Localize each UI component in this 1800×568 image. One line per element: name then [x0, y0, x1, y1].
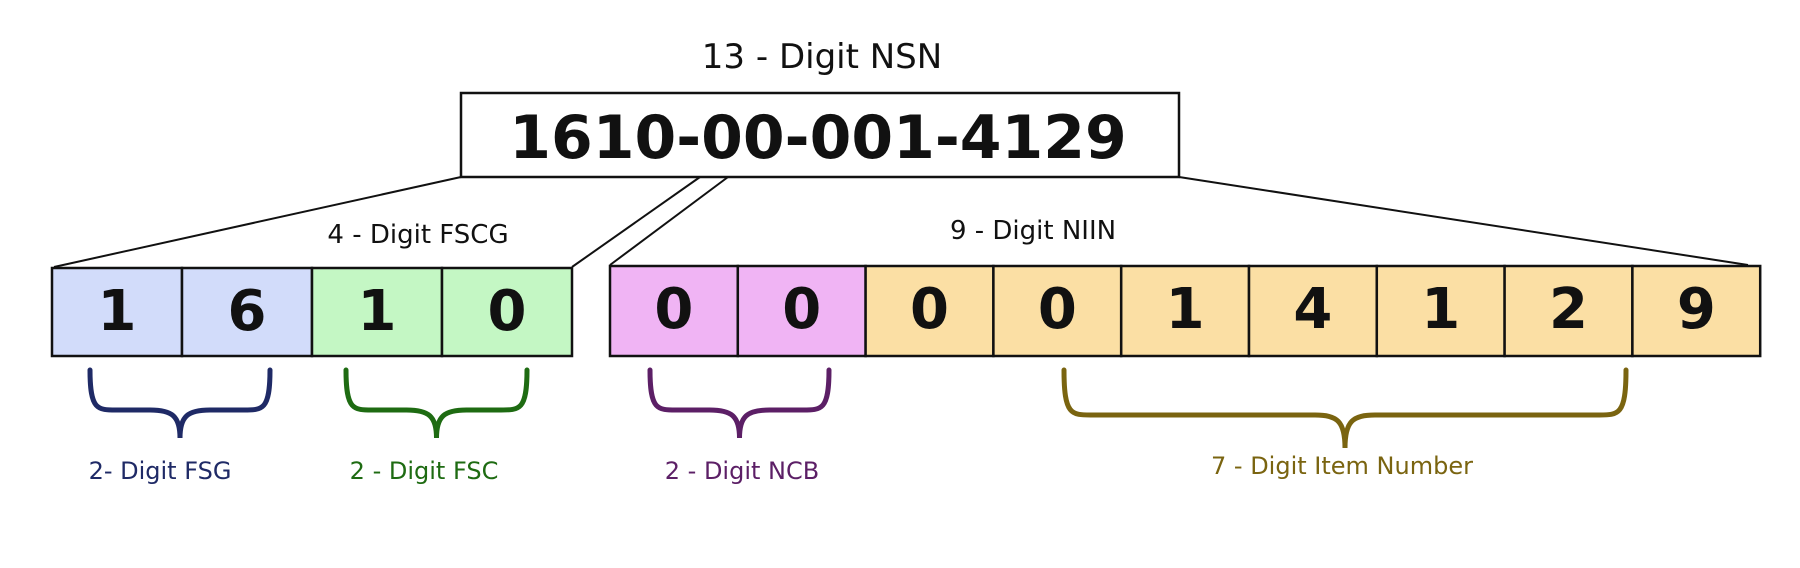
niin-label: 9 - Digit NIIN: [950, 216, 1116, 246]
niin-digit-6: 4: [1293, 277, 1332, 342]
connector-niin-left: [609, 176, 729, 266]
fscg-cell-4: [440, 266, 574, 358]
fscg-digit-3: 1: [358, 279, 397, 344]
connector-left-outer: [53, 176, 462, 268]
niin-digit-row: 0 0 0 0 1 4 1 2 9: [608, 264, 1762, 358]
ncb-label: 2 - Digit NCB: [665, 457, 819, 485]
niin-digit-1: 0: [654, 277, 693, 342]
ncb-brace: [647, 367, 832, 439]
niin-digit-2: 0: [782, 277, 821, 342]
niin-digit-9: 9: [1677, 277, 1716, 342]
niin-digit-7: 1: [1421, 277, 1460, 342]
niin-digit-4: 0: [1038, 277, 1077, 342]
nsn-number: 1610-00-001-4129: [509, 103, 1126, 173]
niin-cell-9: [1631, 264, 1762, 358]
niin-digit-3: 0: [910, 277, 949, 342]
fsc-label: 2 - Digit FSC: [350, 457, 499, 485]
item-number-brace: [1061, 367, 1629, 449]
fscg-digit-4: 0: [488, 279, 527, 344]
fscg-digit-1: 1: [98, 279, 137, 344]
nsn-box: [459, 91, 1181, 179]
fsg-label: 2- Digit FSG: [89, 457, 232, 485]
connector-fscg-right: [571, 176, 701, 268]
fsg-brace: [87, 367, 273, 439]
niin-cell-8: [1503, 264, 1634, 358]
fscg-cell-1: [50, 266, 184, 358]
item-number-label: 7 - Digit Item Number: [1211, 452, 1473, 480]
connector-lines: [53, 176, 1749, 268]
niin-digit-5: 1: [1166, 277, 1205, 342]
niin-cell-1: [608, 264, 740, 358]
fscg-cell-2: [180, 266, 314, 358]
niin-digit-8: 2: [1549, 277, 1588, 342]
niin-cell-5: [1119, 264, 1251, 358]
fscg-label: 4 - Digit FSCG: [327, 220, 508, 250]
connector-right-outer: [1178, 176, 1749, 266]
diagram-title: 13 - Digit NSN: [702, 37, 942, 77]
braces: [87, 367, 1629, 449]
fsc-brace: [343, 367, 530, 439]
fscg-digit-2: 6: [228, 279, 267, 344]
niin-cell-6: [1247, 264, 1379, 358]
niin-cell-4: [992, 264, 1123, 358]
